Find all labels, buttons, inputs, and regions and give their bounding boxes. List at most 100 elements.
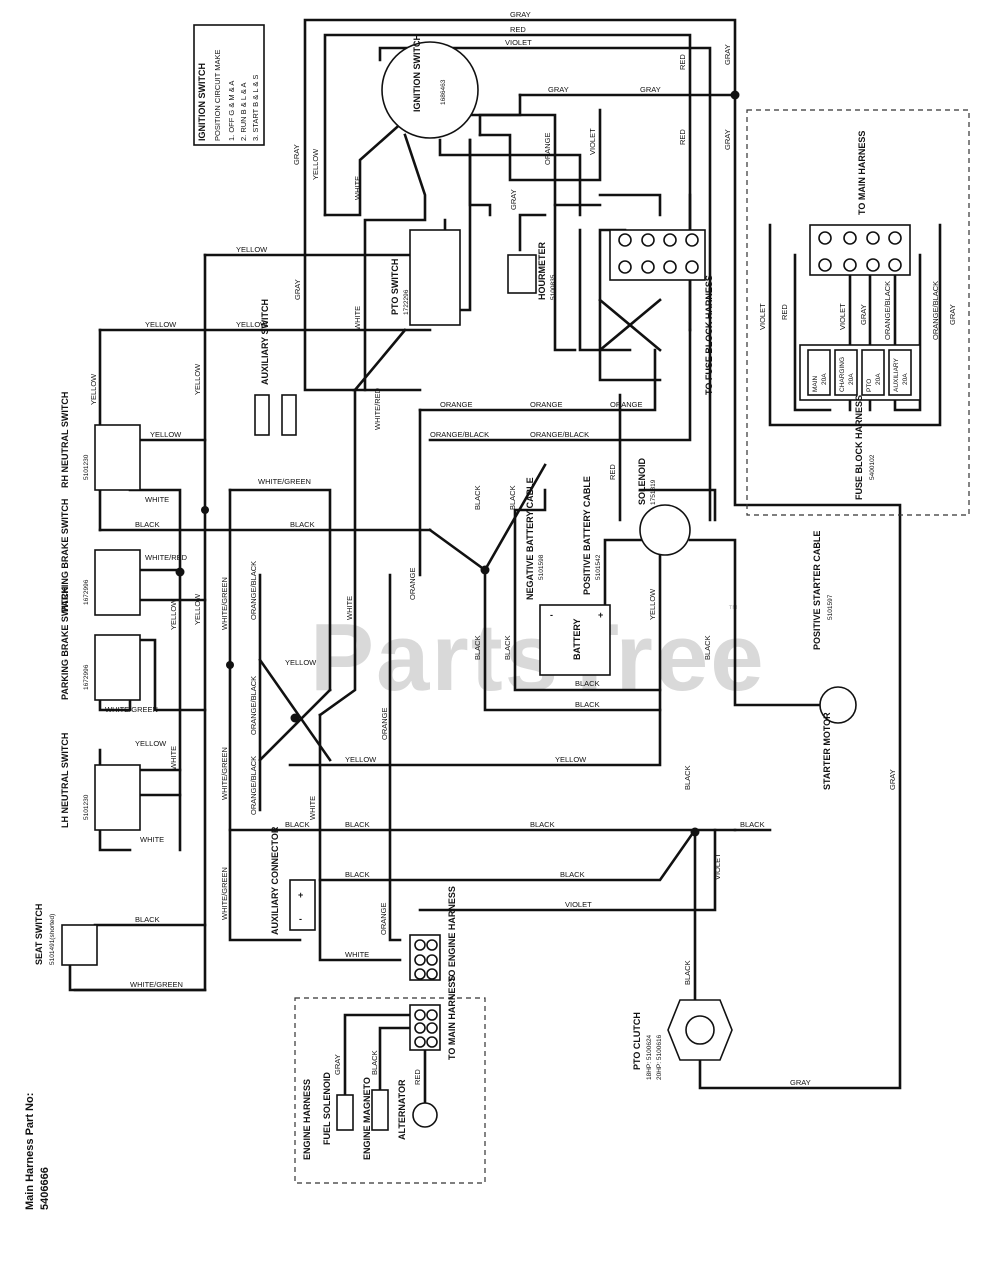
seat-switch-label: SEAT SWITCH <box>34 904 44 965</box>
hourmeter-label: HOURMETER <box>537 242 547 300</box>
neg-cable-label: NEGATIVE BATTERY CABLE <box>525 477 535 600</box>
to-main-label: TO MAIN HARNESS <box>447 976 457 1060</box>
wire-label: YELLOW <box>150 430 182 439</box>
parking-brake-switch-1: PARKING BRAKE SWITCH 1672996 <box>60 499 141 616</box>
wire-yellow-sol <box>288 553 662 767</box>
wire-label: GRAY <box>723 44 732 65</box>
fuse-name: AUXILIARY <box>893 357 900 392</box>
to-main-fuse-label: TO MAIN HARNESS <box>857 131 867 215</box>
wire-white-ign <box>363 133 427 392</box>
solenoid: SOLENOID 1751819 <box>637 457 691 556</box>
hourmeter-body <box>507 254 537 294</box>
engine-harness: TO MAIN HARNESS ENGINE HARNESS FUEL SOLE… <box>294 976 486 1184</box>
pto-switch-body <box>409 229 461 326</box>
wire-label: GRAY <box>723 129 732 150</box>
wire-label: ORANGE/BLACK <box>249 756 258 815</box>
ignition-table-row: 2. RUN B & L & A <box>239 83 248 142</box>
rh-neutral-body <box>94 424 141 491</box>
wire-label: WHITE <box>140 835 164 844</box>
wire-black-sol <box>638 488 717 522</box>
ignition-table-row: 1. OFF G & M & A <box>227 81 236 141</box>
pin <box>414 1036 426 1048</box>
starter-label: STARTER MOTOR <box>822 712 832 790</box>
wire-red-pos <box>603 538 647 607</box>
wire-violet-top <box>378 46 712 522</box>
wire-label: GRAY <box>888 769 897 790</box>
junction <box>480 565 490 575</box>
wire-orange-ign <box>478 113 602 207</box>
wire-label: GRAY <box>293 279 302 300</box>
pin <box>618 233 632 247</box>
wire-fuse5 <box>893 253 922 412</box>
alternator-body <box>412 1102 438 1128</box>
wire-label: WHITE/RED <box>373 387 382 430</box>
wire-red-sol <box>618 328 692 522</box>
wire-violet-b <box>418 828 717 912</box>
battery-label: BATTERY <box>572 619 582 661</box>
wire-label: WHITE/RED <box>145 553 188 562</box>
wire-label: BLACK <box>740 820 765 829</box>
ignition-table-box <box>193 24 265 146</box>
pin <box>866 231 880 245</box>
wire-label: YELLOW <box>193 363 202 395</box>
aux-switch-left <box>254 394 270 436</box>
pto-switch: PTO SWITCH 1722296 <box>390 229 461 326</box>
solenoid-part: 1751819 <box>650 479 657 505</box>
ignition-table: IGNITION SWITCH POSITION CIRCUIT MAKE 1.… <box>193 24 265 146</box>
seat-switch-part: 5101491(shorted) <box>49 914 56 965</box>
wire-white-green-h <box>228 488 332 692</box>
pin <box>426 1036 438 1048</box>
wire-label: WHITE <box>353 306 362 330</box>
wire-label: WHITE <box>145 495 169 504</box>
fuse-rating: 20A <box>821 373 828 385</box>
wire-label: ORANGE <box>440 400 473 409</box>
wire-label: ORANGE <box>543 132 552 165</box>
fuel-solenoid-label: FUEL SOLENOID <box>322 1072 332 1145</box>
watermark: PartsTree <box>310 604 766 711</box>
wire-label: GRAY <box>790 1078 811 1087</box>
aux-plus: + <box>298 890 303 900</box>
neg-cable-part: 5101598 <box>538 554 545 580</box>
wire-label: YELLOW <box>193 593 202 625</box>
wire-label: ORANGE/BLACK <box>530 430 589 439</box>
wire-label: RED <box>608 464 617 480</box>
wire-gray-pto <box>303 253 357 392</box>
wire-cross-a <box>258 658 332 762</box>
fuse-harness-part: 5400102 <box>869 454 876 480</box>
pin <box>426 954 438 966</box>
pto-switch-label: PTO SWITCH <box>390 259 400 315</box>
fuse-name: CHARGING <box>839 357 846 392</box>
pb2-body <box>94 634 141 701</box>
pin <box>888 231 902 245</box>
wire-gray-ign2 <box>468 138 492 217</box>
wire-orange-main <box>578 228 632 352</box>
wire-fuse1 <box>768 223 942 427</box>
pto-clutch: PTO CLUTCH 18HP: 5100624 20HP: 5100616 <box>632 999 733 1080</box>
alternator-label: ALTERNATOR <box>397 1079 407 1140</box>
wire-label: YELLOW <box>145 320 177 329</box>
pin <box>618 260 632 274</box>
wire-label: BLACK <box>135 520 160 529</box>
pos-starter-label: POSITIVE STARTER CABLE <box>812 531 822 650</box>
wire-label: BLACK <box>530 820 555 829</box>
wire-label: BLACK <box>290 520 315 529</box>
engine-harness-label: ENGINE HARNESS <box>302 1079 312 1160</box>
wire-label: WHITE/GREEN <box>220 577 229 630</box>
wire-orange-down <box>388 573 402 942</box>
wire-red-top <box>323 33 692 332</box>
wire-label: YELLOW <box>345 755 377 764</box>
wire-orange-h <box>418 348 657 412</box>
aux-minus: - <box>299 914 302 924</box>
wire-label: BLACK <box>503 635 512 660</box>
wire-label: ORANGE/BLACK <box>430 430 489 439</box>
battery: BATTERY - + NEGATIVE BATTERY CABLE 51015… <box>525 476 611 676</box>
hourmeter-part: 5100835 <box>550 274 557 300</box>
wire-label: YELLOW <box>285 658 317 667</box>
wire-gray-run <box>598 193 662 217</box>
solenoid-body <box>639 504 691 556</box>
harness-part-number: 5406666 <box>39 1167 51 1210</box>
aux-switch-label: AUXILIARY SWITCH <box>260 299 270 385</box>
pin <box>414 1022 426 1034</box>
engine-magneto-label: ENGINE MAGNETO <box>362 1077 372 1160</box>
wire-label: BLACK <box>575 679 600 688</box>
